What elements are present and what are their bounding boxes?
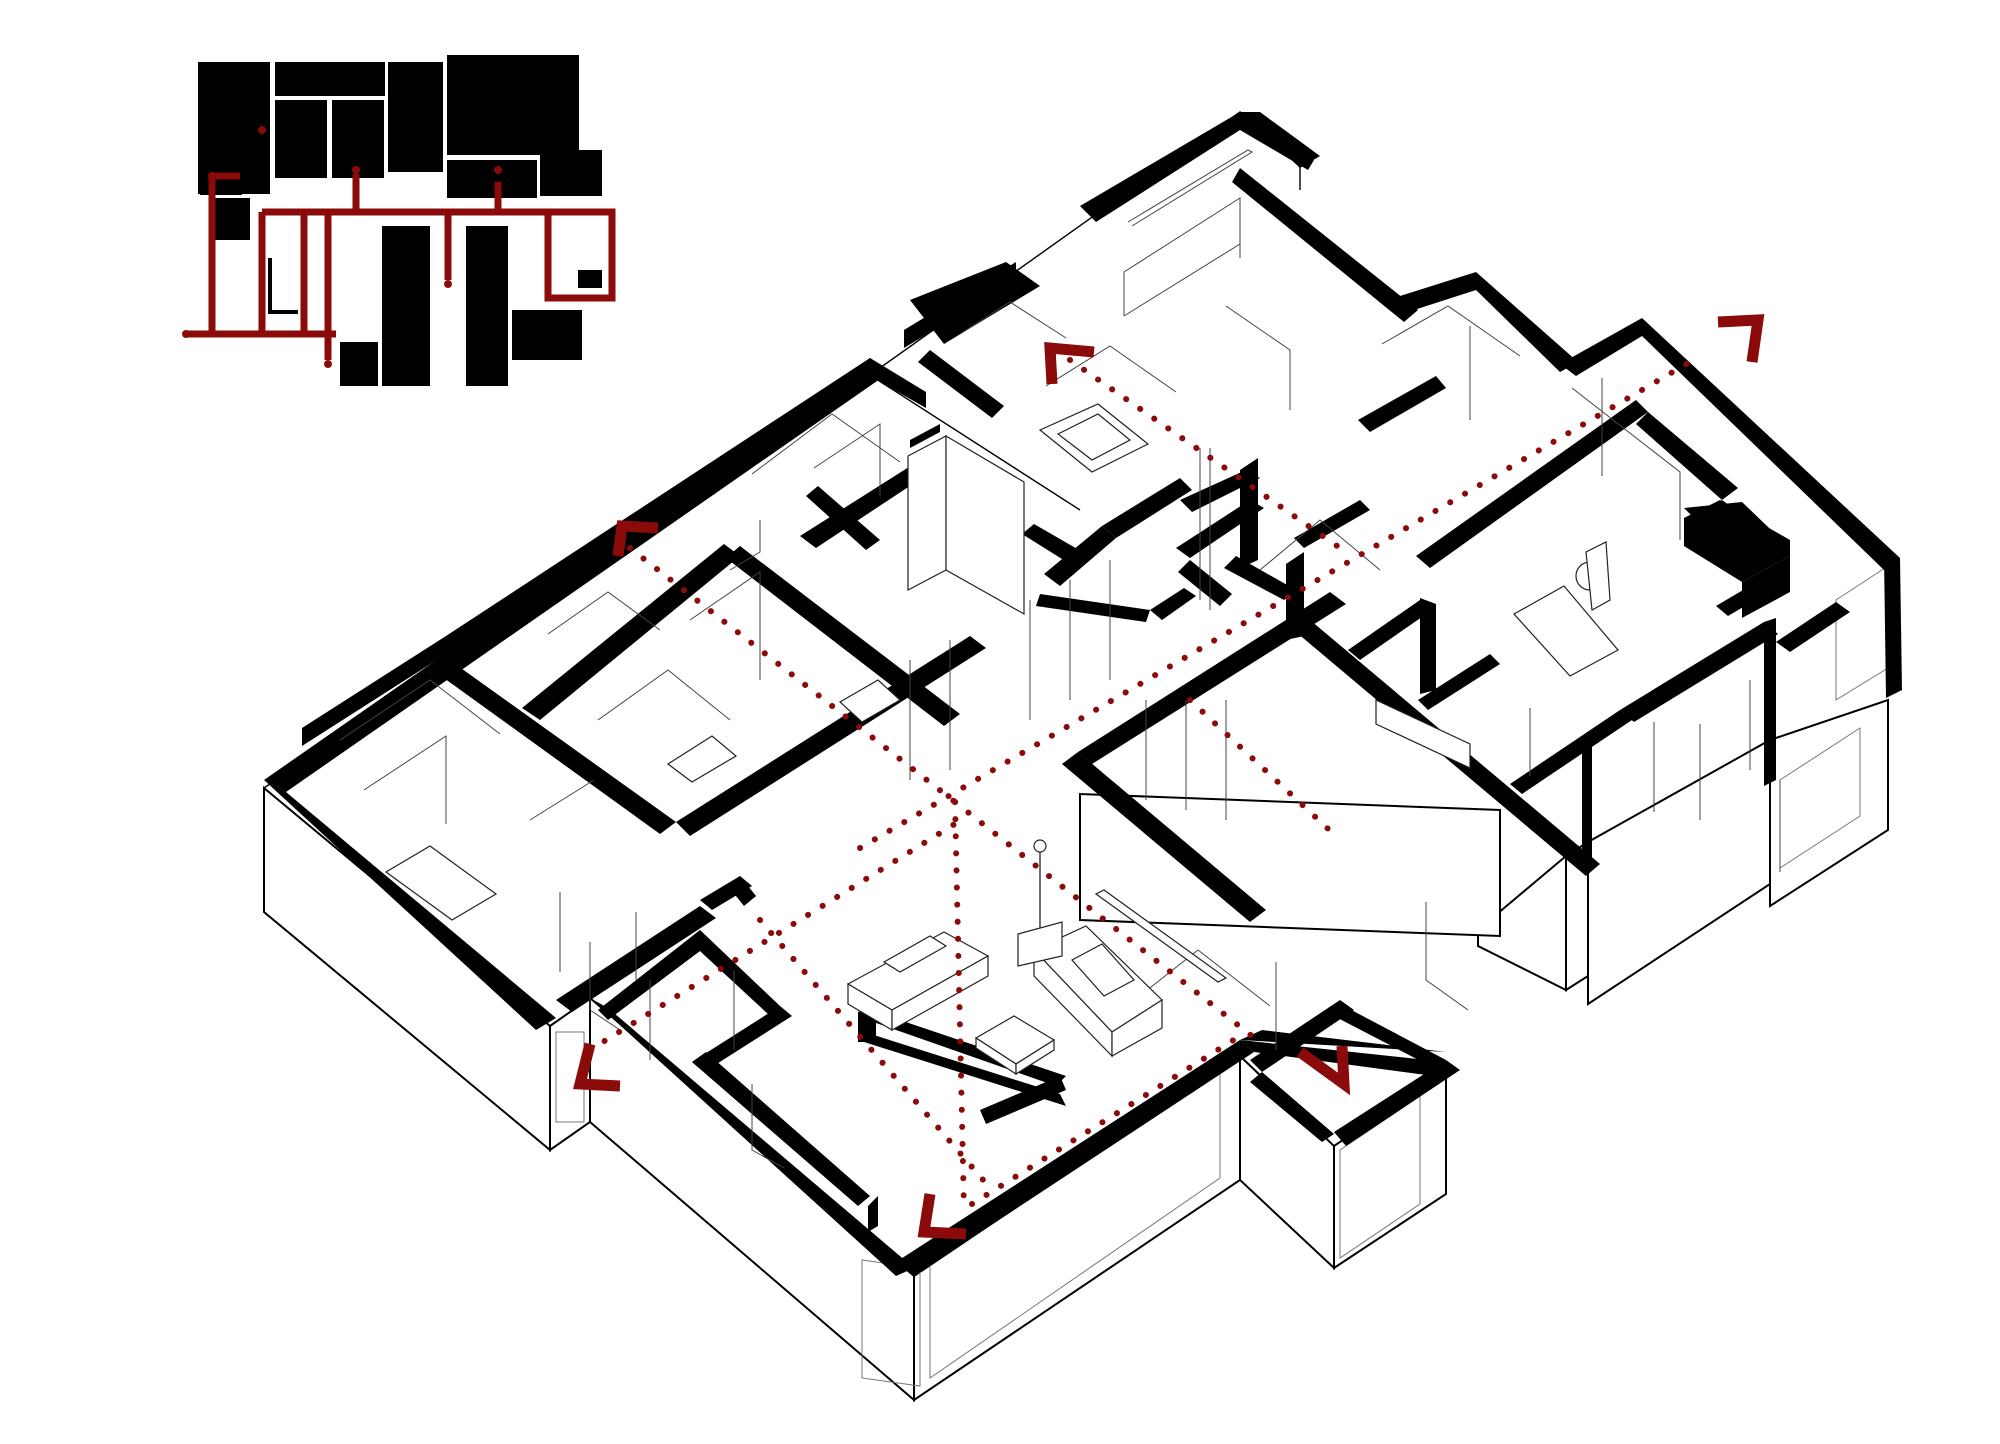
arrow-north-study xyxy=(1044,341,1095,385)
arrow-southwest xyxy=(573,1042,621,1092)
key-plan-rooms xyxy=(198,55,602,386)
floor-plan-key-icon xyxy=(182,55,616,386)
route-north xyxy=(1067,357,1343,551)
arrow-northeast xyxy=(1717,314,1765,363)
desk-north xyxy=(666,679,902,783)
exterior-facades xyxy=(263,698,1889,1403)
wardrobe xyxy=(907,434,1025,616)
route-southeast xyxy=(952,799,1265,1047)
bathtub xyxy=(1038,403,1150,473)
arrow-northwest-bedroom xyxy=(612,520,659,557)
route-east-spur xyxy=(1187,697,1343,843)
floor-lamp xyxy=(1017,839,1063,967)
circulation-routes xyxy=(587,353,1703,1213)
coffee-table xyxy=(974,1015,1056,1076)
arrow-southeast xyxy=(1296,1045,1351,1096)
direction-markers xyxy=(573,314,1765,1240)
kitchen-counter xyxy=(1375,699,1471,769)
arrow-south xyxy=(917,1193,967,1240)
sofa-right xyxy=(1032,925,1163,1058)
columns xyxy=(1684,500,1790,618)
route-west xyxy=(627,545,958,805)
interior-linework xyxy=(339,149,1781,1169)
key-plan-route xyxy=(182,126,616,368)
sofa-left xyxy=(846,931,990,1032)
route-south xyxy=(587,819,961,1053)
route-southwest xyxy=(952,799,967,1213)
tv-console xyxy=(1094,889,1228,983)
bed-west xyxy=(384,845,498,921)
building-model xyxy=(263,111,1902,1403)
key-plan-legend-mark xyxy=(268,258,298,314)
route-bottom xyxy=(969,1033,1243,1207)
dining-set xyxy=(1513,541,1619,677)
furniture xyxy=(384,403,1619,1076)
